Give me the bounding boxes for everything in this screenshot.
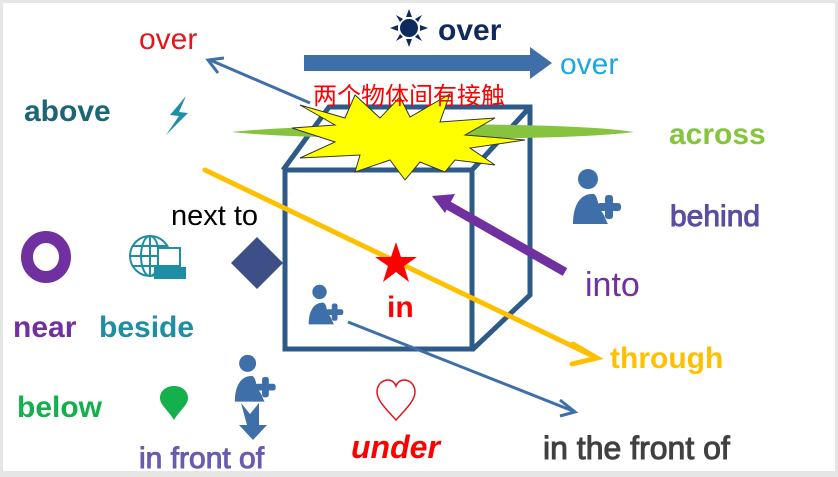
label-under: under bbox=[351, 429, 440, 465]
label-over-right: over bbox=[560, 48, 619, 81]
label-next-to: next to bbox=[171, 200, 259, 232]
label-in-front-of: in front of bbox=[138, 442, 265, 475]
label-over-red: over bbox=[139, 23, 198, 56]
label-across: across bbox=[669, 118, 766, 151]
label-into: into bbox=[585, 266, 640, 304]
label-behind: behind bbox=[669, 200, 761, 233]
globe-laptop-icon bbox=[129, 235, 186, 279]
contact-note-text: 两个物体间有接触 bbox=[313, 82, 505, 110]
label-in: in bbox=[387, 291, 414, 324]
arrow-to-over-icon bbox=[205, 56, 311, 105]
down-arrow-icon bbox=[239, 403, 267, 440]
diagram-graphics: 两个物体间有接触 bbox=[21, 9, 634, 440]
label-below: below bbox=[17, 391, 103, 424]
add-user-icon bbox=[573, 169, 621, 224]
into-arrow-icon bbox=[432, 194, 568, 276]
diagram-slide: 两个物体间有接触 bbox=[3, 3, 835, 475]
ring-icon bbox=[21, 231, 71, 283]
map-pin-icon bbox=[160, 386, 188, 420]
star-icon bbox=[375, 242, 417, 282]
label-in-the-front-of: in the front of bbox=[543, 430, 731, 466]
diamond-icon bbox=[231, 237, 283, 289]
lightning-icon bbox=[166, 96, 188, 135]
add-user-icon bbox=[308, 284, 344, 325]
sun-icon bbox=[390, 9, 428, 47]
label-near: near bbox=[13, 311, 77, 344]
label-over-top: over bbox=[438, 14, 502, 47]
arrow-to-front-icon bbox=[347, 320, 579, 418]
long-right-arrow-icon bbox=[304, 47, 552, 79]
explosion-icon bbox=[291, 92, 526, 181]
label-through: through bbox=[610, 342, 724, 375]
add-user-icon bbox=[234, 354, 276, 402]
label-above: above bbox=[24, 95, 111, 128]
label-beside: beside bbox=[99, 311, 195, 344]
heart-icon bbox=[376, 379, 416, 422]
